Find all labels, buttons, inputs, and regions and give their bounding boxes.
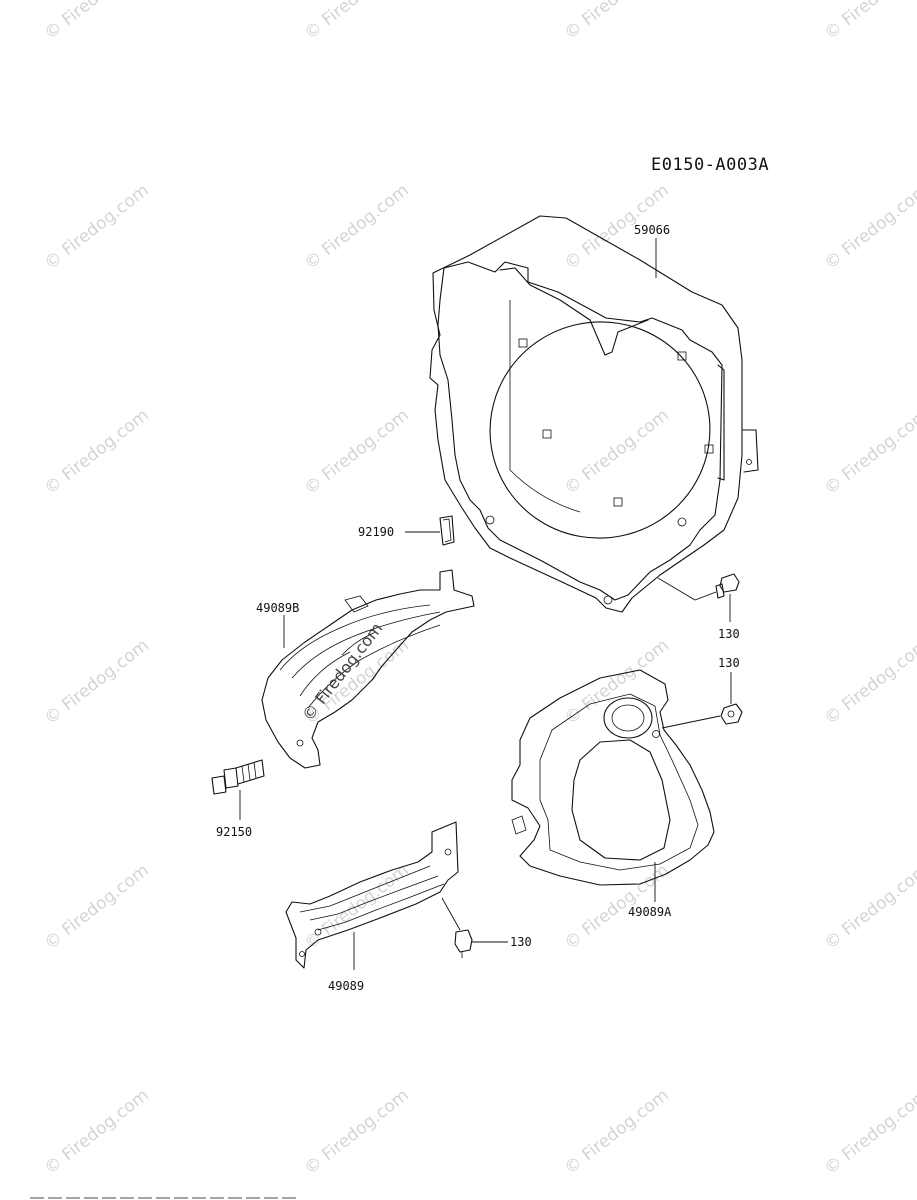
label-130-b: 130 bbox=[718, 656, 740, 670]
watermark-text: © Firedog.com bbox=[561, 635, 673, 729]
watermark-layer: © Firedog.com © Firedog.com © Firedog.com ©… bbox=[41, 0, 917, 1179]
label-92150: 92150 bbox=[216, 825, 252, 839]
watermark-text: © Firedog.com bbox=[41, 0, 153, 44]
label-49089: 49089 bbox=[328, 979, 364, 993]
part-59066-fan-housing[interactable] bbox=[429, 215, 759, 613]
watermark-text: © Firedog.com bbox=[301, 0, 413, 44]
label-92190: 92190 bbox=[358, 525, 394, 539]
watermark-text: © Firedog.com bbox=[41, 635, 153, 729]
watermark-text: © Firedog.com bbox=[301, 1085, 413, 1179]
watermark-text: © Firedog.com bbox=[301, 405, 413, 499]
watermark-text: © Firedog.com bbox=[41, 1085, 153, 1179]
watermark-text: © Firedog.com bbox=[561, 0, 673, 44]
watermark-text: © Firedog.com bbox=[41, 405, 153, 499]
part-130-bolt-c[interactable] bbox=[454, 929, 473, 958]
watermark-text: © Firedog.com bbox=[41, 860, 153, 954]
part-92150-stud[interactable] bbox=[211, 759, 265, 795]
part-130-bolt-a[interactable] bbox=[715, 573, 740, 599]
part-49089B-side-cover[interactable] bbox=[261, 569, 475, 769]
part-49089-bottom-guard[interactable] bbox=[285, 821, 459, 969]
diagram-code: E0150-A003A bbox=[651, 155, 769, 175]
watermark-text: © Firedog.com bbox=[561, 405, 673, 499]
watermark-text: © Firedog.com bbox=[41, 180, 153, 274]
label-130-c: 130 bbox=[510, 935, 532, 949]
part-130-bolt-b[interactable] bbox=[720, 703, 743, 725]
part-49089A-rear-cover[interactable] bbox=[511, 669, 715, 886]
watermark-text: © Firedog.com bbox=[821, 635, 917, 729]
label-49089A: 49089A bbox=[628, 905, 672, 919]
label-49089B: 49089B bbox=[256, 601, 299, 615]
watermark-text: © Firedog.com bbox=[821, 180, 917, 274]
watermark-text: © Firedog.com bbox=[821, 0, 917, 44]
watermark-text: © Firedog.com bbox=[821, 860, 917, 954]
watermark-text: © Firedog.com bbox=[821, 1085, 917, 1179]
label-59066: 59066 bbox=[634, 223, 670, 237]
label-130-a: 130 bbox=[718, 627, 740, 641]
watermark-text: © Firedog.com bbox=[561, 1085, 673, 1179]
watermark-text: © Firedog.com bbox=[301, 180, 413, 274]
part-92190-clip[interactable] bbox=[439, 515, 455, 546]
watermark-text: © Firedog.com bbox=[821, 405, 917, 499]
